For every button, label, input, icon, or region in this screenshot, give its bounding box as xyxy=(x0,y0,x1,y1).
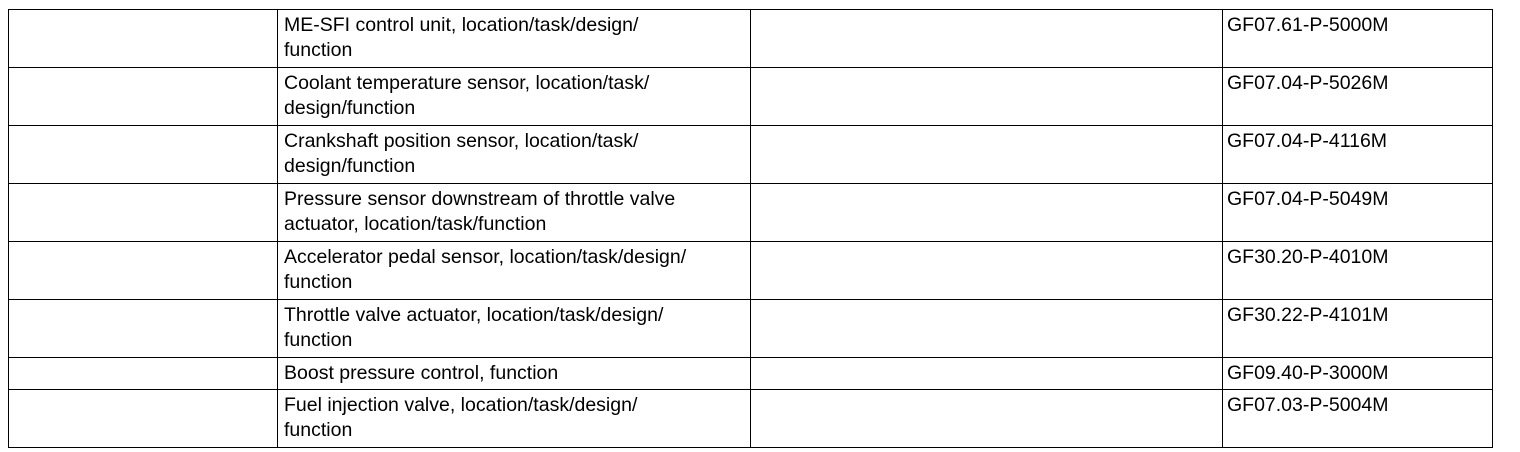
table-row: Coolant temperature sensor, location/tas… xyxy=(8,67,1493,126)
description-line-1: Throttle valve actuator, location/task/d… xyxy=(284,304,664,326)
table-row: ME-SFI control unit, location/task/desig… xyxy=(8,9,1493,68)
empty-cell xyxy=(750,299,1223,358)
empty-cell xyxy=(750,357,1223,390)
table-row: Throttle valve actuator, location/task/d… xyxy=(8,299,1493,358)
description-line-1: Crankshaft position sensor, location/tas… xyxy=(284,130,639,152)
empty-cell xyxy=(750,67,1223,126)
description-cell: ME-SFI control unit, location/task/desig… xyxy=(277,9,751,68)
empty-cell xyxy=(8,183,278,242)
document-code: GF07.04-P-5049M xyxy=(1222,183,1493,242)
document-code: GF07.61-P-5000M xyxy=(1222,9,1493,68)
table-row: Fuel injection valve, location/task/desi… xyxy=(8,389,1493,448)
description-cell: Fuel injection valve, location/task/desi… xyxy=(277,389,751,448)
empty-cell xyxy=(8,357,278,390)
empty-cell xyxy=(8,299,278,358)
description-cell: Crankshaft position sensor, location/tas… xyxy=(277,125,751,184)
empty-cell xyxy=(8,241,278,300)
description-cell: Accelerator pedal sensor, location/task/… xyxy=(277,241,751,300)
description-line-2: actuator, location/task/function xyxy=(284,213,547,235)
description-cell: Coolant temperature sensor, location/tas… xyxy=(277,67,751,126)
table-row: Boost pressure control, function GF09.40… xyxy=(8,357,1493,390)
description-line-2: function xyxy=(284,329,353,351)
document-code: GF09.40-P-3000M xyxy=(1222,357,1493,390)
empty-cell xyxy=(8,125,278,184)
empty-cell xyxy=(8,9,278,68)
description-line-2: design/function xyxy=(284,155,416,177)
empty-cell xyxy=(750,389,1223,448)
empty-cell xyxy=(750,125,1223,184)
document-code: GF30.22-P-4101M xyxy=(1222,299,1493,358)
description-cell: Throttle valve actuator, location/task/d… xyxy=(277,299,751,358)
description-line-2: function xyxy=(284,271,353,293)
description-cell: Pressure sensor downstream of throttle v… xyxy=(277,183,751,242)
description-cell: Boost pressure control, function xyxy=(277,357,751,390)
description-line-1: Pressure sensor downstream of throttle v… xyxy=(284,188,676,210)
document-code: GF07.04-P-4116M xyxy=(1222,125,1493,184)
empty-cell xyxy=(750,241,1223,300)
empty-cell xyxy=(750,183,1223,242)
description-line-1: Boost pressure control, function xyxy=(284,362,559,384)
description-line-2: function xyxy=(284,39,353,61)
description-line-1: ME-SFI control unit, location/task/desig… xyxy=(284,14,639,36)
description-line-2: design/function xyxy=(284,97,416,119)
description-line-1: Accelerator pedal sensor, location/task/… xyxy=(284,246,687,268)
document-code: GF07.03-P-5004M xyxy=(1222,389,1493,448)
document-code: GF07.04-P-5026M xyxy=(1222,67,1493,126)
description-line-1: Coolant temperature sensor, location/tas… xyxy=(284,72,650,94)
table-row: Accelerator pedal sensor, location/task/… xyxy=(8,241,1493,300)
description-line-1: Fuel injection valve, location/task/desi… xyxy=(284,394,638,416)
reference-table: ME-SFI control unit, location/task/desig… xyxy=(8,9,1493,448)
empty-cell xyxy=(8,389,278,448)
empty-cell xyxy=(750,9,1223,68)
table-row: Crankshaft position sensor, location/tas… xyxy=(8,125,1493,184)
document-code: GF30.20-P-4010M xyxy=(1222,241,1493,300)
description-line-2: function xyxy=(284,419,353,441)
table-row: Pressure sensor downstream of throttle v… xyxy=(8,183,1493,242)
empty-cell xyxy=(8,67,278,126)
